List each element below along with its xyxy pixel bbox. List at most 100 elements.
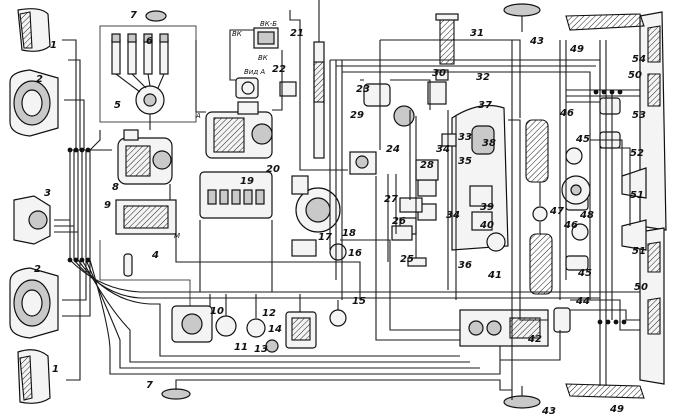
callout-numbers: 1 1 2 2 3 4 5 6 7 7 8 9 10 11 12 13 14 1… xyxy=(34,10,648,417)
lamp-45-bottom xyxy=(571,223,589,241)
callout-3: 3 xyxy=(44,188,51,199)
ignition-block xyxy=(99,10,197,123)
callout-36: 36 xyxy=(458,260,472,271)
callout-51a: 51 xyxy=(630,190,644,201)
callout-40: 40 xyxy=(479,220,494,231)
callout-23: 23 xyxy=(356,84,370,95)
horn-31 xyxy=(435,13,459,65)
callout-42: 42 xyxy=(527,334,542,345)
callout-28: 28 xyxy=(420,160,434,171)
callout-50a: 50 xyxy=(628,70,642,81)
callout-32: 32 xyxy=(476,72,490,83)
front-left-lamp-group xyxy=(9,8,59,404)
callout-1a: 1 xyxy=(50,40,57,51)
generator-8 xyxy=(117,129,173,185)
callout-2a: 2 xyxy=(36,74,43,85)
callout-50b: 50 xyxy=(634,282,648,293)
switch-47 xyxy=(532,206,548,222)
terminal-arrow-a: А xyxy=(195,112,201,120)
rear-bumper-bottom-icon xyxy=(565,383,645,399)
callout-11: 11 xyxy=(234,342,248,353)
terminal-vk-b: ВК-Б xyxy=(260,20,277,28)
callout-21: 21 xyxy=(290,28,304,39)
callout-25: 25 xyxy=(400,254,414,265)
callout-16: 16 xyxy=(348,248,362,259)
main-connector-42 xyxy=(459,309,549,347)
callout-15: 15 xyxy=(352,296,366,307)
callout-19: 19 xyxy=(240,176,254,187)
callout-30: 30 xyxy=(432,68,446,79)
callout-34b: 34 xyxy=(446,210,460,221)
callout-7a: 7 xyxy=(130,10,137,21)
heater-29 xyxy=(363,83,415,127)
switch-30 xyxy=(435,69,449,81)
callout-18: 18 xyxy=(342,228,356,239)
fuse-32 xyxy=(427,81,447,105)
terminal-vk-left: ВК xyxy=(232,30,243,38)
callout-45a: 45 xyxy=(575,134,590,145)
callout-20: 20 xyxy=(266,164,280,175)
callout-17: 17 xyxy=(318,232,332,243)
heater-46-top xyxy=(525,119,549,183)
callout-27: 27 xyxy=(384,194,398,205)
callout-47: 47 xyxy=(549,206,564,217)
callout-35: 35 xyxy=(458,156,472,167)
callout-6: 6 xyxy=(146,36,153,47)
starter-20 xyxy=(205,101,273,159)
ignition-coil-23 xyxy=(313,0,325,159)
callout-52: 52 xyxy=(630,148,644,159)
switch-44 xyxy=(553,307,571,333)
callout-14: 14 xyxy=(268,324,282,335)
callout-34a: 34 xyxy=(436,144,450,155)
callout-24: 24 xyxy=(386,144,400,155)
callout-2b: 2 xyxy=(34,264,41,275)
wiper-motor-18 xyxy=(291,175,341,233)
dome-lamp-bottom xyxy=(503,386,541,409)
callout-31: 31 xyxy=(470,28,484,39)
callout-13: 13 xyxy=(254,344,268,355)
callout-53: 53 xyxy=(632,110,646,121)
lamp-45-top xyxy=(565,147,583,165)
callout-10: 10 xyxy=(210,306,224,317)
callout-29: 29 xyxy=(350,110,364,121)
callout-33: 33 xyxy=(458,132,472,143)
sensor-4 xyxy=(123,253,133,277)
horn-top-icon xyxy=(145,10,167,22)
spark-plugs-icon xyxy=(111,33,169,75)
callout-22: 22 xyxy=(272,64,286,75)
callout-51b: 51 xyxy=(632,246,646,257)
callout-1b: 1 xyxy=(52,364,59,375)
callout-48: 48 xyxy=(579,210,594,221)
callout-39: 39 xyxy=(480,202,494,213)
switch-panel-bottom xyxy=(161,305,347,400)
callout-37: 37 xyxy=(478,100,492,111)
callout-5: 5 xyxy=(114,100,121,111)
terminal-labels: ВК ВК-Б ВК Вид А А М xyxy=(174,20,277,240)
terminal-vid-a: Вид А xyxy=(244,68,265,76)
junction-nodes xyxy=(67,89,627,325)
gauge-48 xyxy=(561,175,591,205)
callout-49b: 49 xyxy=(609,404,624,415)
rear-bumper-top-icon xyxy=(565,13,645,31)
callout-43a: 43 xyxy=(529,36,544,47)
fuse-block-19 xyxy=(199,171,273,219)
callout-8: 8 xyxy=(112,182,119,193)
callout-43b: 43 xyxy=(541,406,556,417)
callout-12: 12 xyxy=(262,308,276,319)
callout-46a: 46 xyxy=(559,108,574,119)
terminal-m: М xyxy=(174,232,180,240)
callout-7b: 7 xyxy=(146,380,153,391)
callout-26: 26 xyxy=(392,216,406,227)
relay-group xyxy=(235,27,297,99)
dome-lamp-top xyxy=(503,3,541,32)
switch-17 xyxy=(291,239,317,257)
wiring-harness xyxy=(54,10,640,400)
callout-9: 9 xyxy=(104,200,111,211)
fan-24 xyxy=(349,151,377,175)
callout-46b: 46 xyxy=(563,220,578,231)
callout-49a: 49 xyxy=(569,44,584,55)
callout-41: 41 xyxy=(487,270,502,281)
rear-side-lamp-top-icon xyxy=(621,167,647,199)
callout-45b: 45 xyxy=(577,268,592,279)
